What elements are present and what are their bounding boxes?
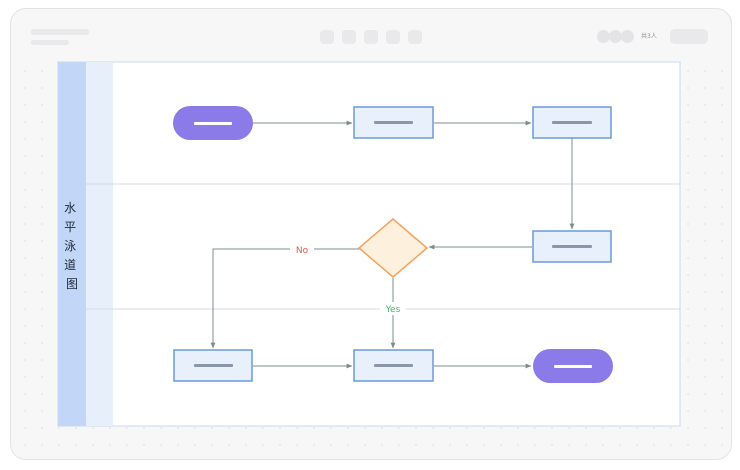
toolbar-button-3[interactable]	[364, 30, 378, 44]
process-box-4-text-placeholder	[194, 364, 233, 367]
pool-title-bar[interactable]	[58, 62, 86, 426]
start-terminator[interactable]	[173, 106, 253, 140]
no-label-bg	[290, 242, 314, 255]
end-terminator[interactable]	[533, 349, 613, 383]
yes-label-bg	[380, 302, 406, 315]
process-box-5[interactable]	[353, 349, 434, 382]
toolbar-button-4[interactable]	[386, 30, 400, 44]
toolbar-button-1[interactable]	[320, 30, 334, 44]
start-terminator-text-placeholder	[194, 122, 232, 125]
process-box-1-text-placeholder	[374, 121, 413, 124]
toolbar-button-2[interactable]	[342, 30, 356, 44]
process-box-2-text-placeholder	[552, 121, 592, 124]
document-title-placeholder[interactable]	[31, 29, 89, 35]
share-button[interactable]	[670, 29, 708, 44]
document-subtitle-placeholder	[31, 40, 69, 45]
process-box-5-text-placeholder	[374, 364, 413, 367]
pool-title: 水 平 泳 道 图	[64, 201, 80, 291]
process-box-3-text-placeholder	[552, 245, 592, 248]
edge-label-no: No	[296, 246, 309, 256]
collaborator-avatar-3[interactable]	[621, 30, 634, 43]
collaborator-avatar-2[interactable]	[609, 30, 622, 43]
collaborator-avatar-1[interactable]	[597, 30, 610, 43]
process-box-3[interactable]	[532, 230, 612, 263]
process-box-2[interactable]	[532, 106, 612, 139]
top-toolbar: 共3人	[11, 9, 731, 61]
collaborator-count: 共3人	[641, 33, 657, 40]
process-box-4[interactable]	[173, 349, 253, 382]
end-terminator-text-placeholder	[554, 365, 592, 368]
process-box-1[interactable]	[353, 106, 434, 139]
toolbar-button-5[interactable]	[408, 30, 422, 44]
decision-diamond[interactable]	[357, 218, 429, 278]
lane-header-strip	[86, 62, 113, 426]
edge-label-yes: Yes	[385, 305, 401, 315]
